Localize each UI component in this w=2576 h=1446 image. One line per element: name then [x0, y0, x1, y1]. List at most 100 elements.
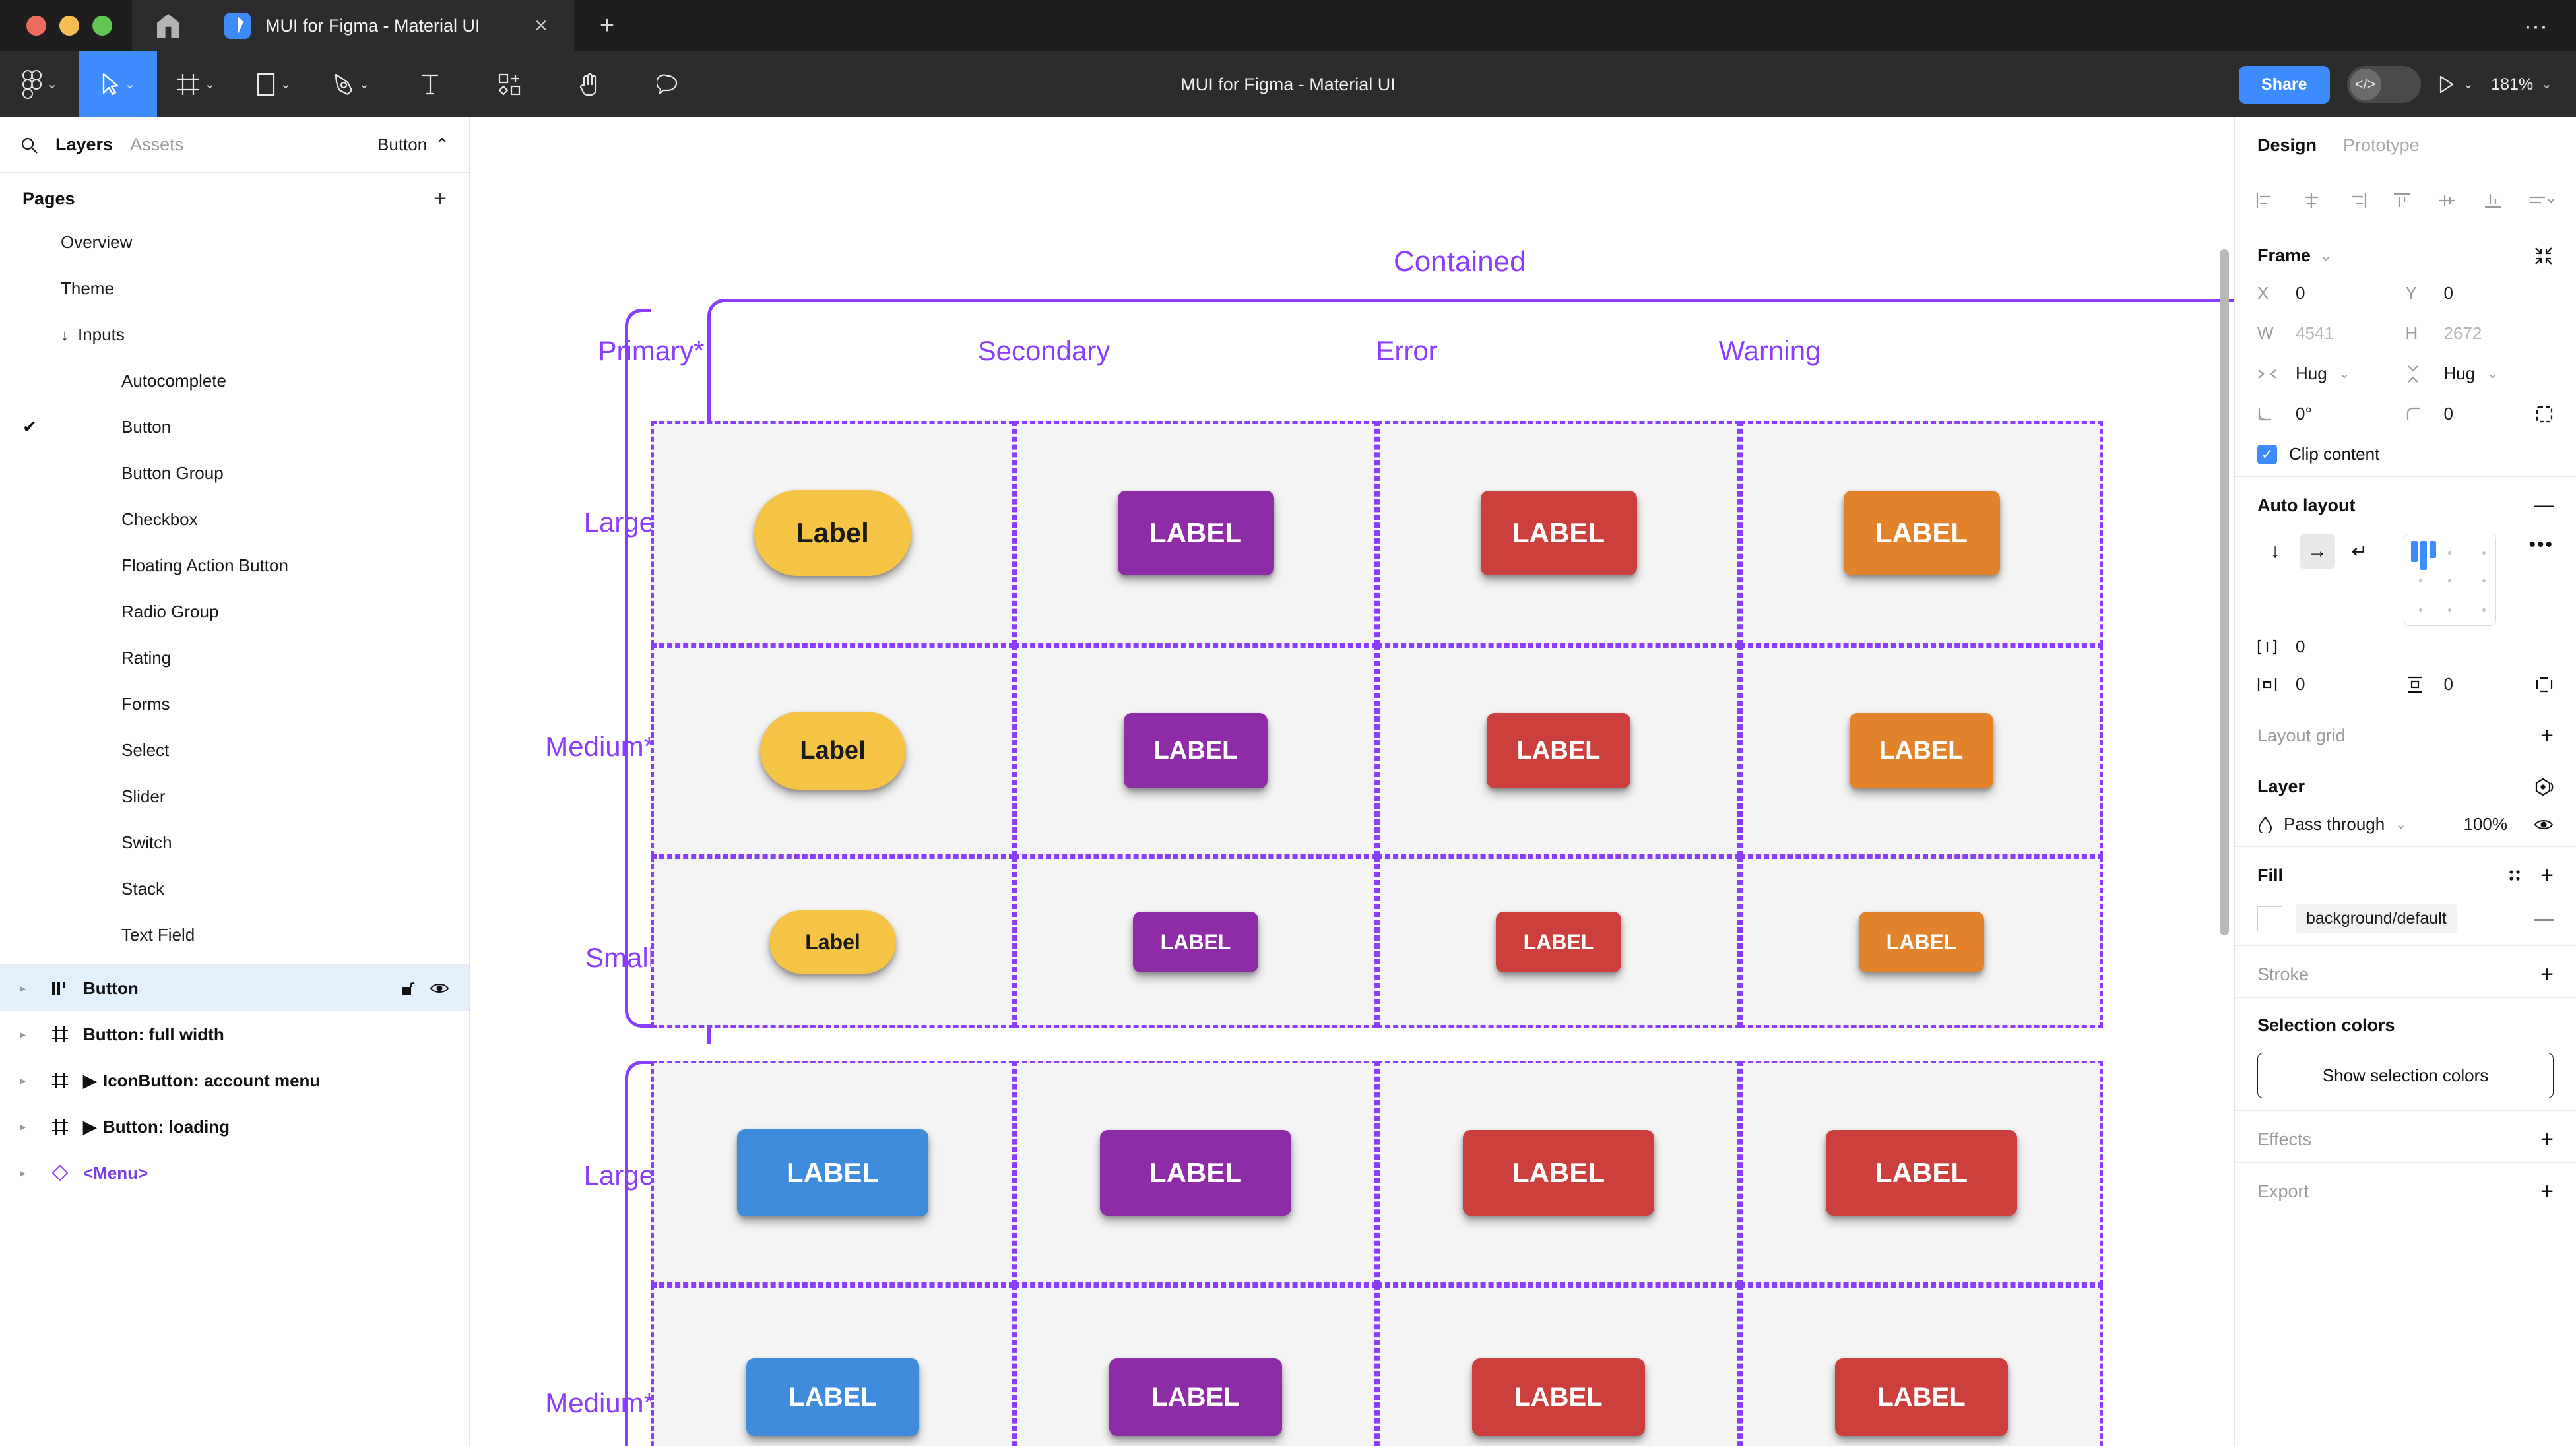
layer-settings-icon[interactable]: [2534, 778, 2554, 796]
material-button[interactable]: LABEL: [1487, 713, 1630, 788]
window-menu-icon[interactable]: ⋯: [2524, 13, 2550, 40]
resources-tool-icon[interactable]: [470, 51, 549, 117]
page-item-button[interactable]: ✔Button: [0, 404, 469, 450]
chevron-right-icon[interactable]: ▸: [20, 981, 26, 995]
zoom-control[interactable]: 181% ⌄: [2491, 75, 2552, 94]
layer-row[interactable]: ▸<Menu>: [0, 1150, 469, 1196]
text-tool-icon[interactable]: [391, 51, 470, 117]
fill-row[interactable]: background/default —: [2257, 904, 2554, 933]
auto-layout-padding-v-field[interactable]: 0: [2406, 674, 2554, 695]
chevron-down-icon[interactable]: ⌄: [2463, 77, 2474, 92]
chevron-right-icon[interactable]: ▸: [20, 1027, 26, 1041]
align-bottom-icon[interactable]: [2483, 192, 2503, 209]
material-button[interactable]: LABEL: [1472, 1358, 1645, 1436]
material-button[interactable]: LABEL: [737, 1129, 928, 1216]
canvas-vertical-scrollbar[interactable]: [2220, 249, 2229, 935]
align-right-icon[interactable]: [2347, 192, 2367, 209]
frame-w-field[interactable]: W 4541: [2257, 323, 2406, 344]
chevron-down-icon[interactable]: ⌄: [2320, 247, 2333, 264]
material-button[interactable]: LABEL: [1124, 713, 1268, 788]
align-horizontal-center-icon[interactable]: [2302, 192, 2321, 209]
chevron-right-icon[interactable]: ▸: [20, 1119, 26, 1133]
layer-row[interactable]: ▸Button: full width: [0, 1011, 469, 1057]
material-button[interactable]: LABEL: [1835, 1358, 2008, 1436]
add-stroke-button[interactable]: +: [2540, 962, 2554, 987]
add-page-button[interactable]: +: [434, 186, 447, 211]
comment-tool-icon[interactable]: [628, 51, 707, 117]
material-button[interactable]: LABEL: [746, 1358, 919, 1436]
blend-mode-row[interactable]: Pass through ⌄ 100%: [2257, 814, 2554, 834]
expand-triangle-icon[interactable]: ▶: [83, 1116, 96, 1137]
collapse-frame-icon[interactable]: [2534, 246, 2554, 266]
frame-width-resizing-field[interactable]: Hug ⌄: [2257, 363, 2406, 384]
page-item-floating-action-button[interactable]: Floating Action Button: [0, 542, 469, 588]
frame-y-field[interactable]: Y 0: [2406, 283, 2554, 303]
layer-row[interactable]: ▸Button: [0, 965, 469, 1011]
close-icon[interactable]: ×: [534, 13, 548, 38]
page-item-rating[interactable]: Rating: [0, 635, 469, 681]
material-button[interactable]: LABEL: [1850, 713, 1993, 788]
frame-height-resizing-field[interactable]: Hug ⌄: [2406, 363, 2554, 384]
material-button[interactable]: LABEL: [1117, 491, 1274, 575]
remove-fill-button[interactable]: —: [2534, 907, 2554, 929]
chevron-down-icon[interactable]: ⌄: [2338, 367, 2350, 381]
chevron-right-icon[interactable]: ▸: [20, 1166, 26, 1179]
material-button[interactable]: LABEL: [1859, 912, 1984, 972]
material-button[interactable]: LABEL: [1100, 1130, 1291, 1216]
share-button[interactable]: Share: [2239, 65, 2330, 104]
page-selector[interactable]: Button ⌃: [377, 135, 449, 155]
align-top-icon[interactable]: [2392, 192, 2412, 209]
home-button[interactable]: [132, 0, 205, 51]
page-item-theme[interactable]: Theme: [0, 265, 469, 311]
material-button[interactable]: LABEL: [1133, 912, 1258, 972]
browser-tab-active[interactable]: MUI for Figma - Material UI ×: [205, 0, 574, 51]
auto-layout-more-button[interactable]: •••: [2528, 534, 2554, 555]
material-button[interactable]: LABEL: [1480, 491, 1637, 575]
page-item-forms[interactable]: Forms: [0, 681, 469, 727]
page-item-inputs[interactable]: ↓Inputs: [0, 311, 469, 358]
chevron-down-icon[interactable]: ⌄: [2541, 77, 2552, 92]
auto-layout-padding-h-field[interactable]: 0: [2257, 674, 2406, 695]
eye-icon[interactable]: [430, 981, 449, 995]
add-fill-button[interactable]: +: [2540, 863, 2554, 888]
expand-triangle-icon[interactable]: ▶: [83, 1070, 96, 1090]
new-tab-button[interactable]: +: [574, 0, 640, 51]
figma-menu-icon[interactable]: ⌄: [0, 51, 79, 117]
frame-x-field[interactable]: X 0: [2257, 283, 2406, 303]
tab-assets[interactable]: Assets: [130, 135, 184, 154]
material-button[interactable]: LABEL: [1463, 1130, 1654, 1216]
maximize-window-button[interactable]: [92, 16, 112, 36]
add-effect-button[interactable]: +: [2540, 1127, 2554, 1152]
clip-content-checkbox[interactable]: ✓: [2257, 444, 2277, 464]
auto-layout-vertical-icon[interactable]: ↓: [2270, 540, 2280, 562]
page-item-switch[interactable]: Switch: [0, 819, 469, 865]
present-group[interactable]: ⌄: [2438, 75, 2474, 94]
remove-auto-layout-button[interactable]: —: [2534, 494, 2554, 516]
search-icon[interactable]: [20, 136, 38, 154]
design-canvas[interactable]: Contained Primary* Secondary Error Warni…: [470, 117, 2234, 1446]
chevron-right-icon[interactable]: ▸: [20, 1073, 26, 1087]
pen-tool-icon[interactable]: ⌄: [313, 51, 391, 117]
minimize-window-button[interactable]: [59, 16, 79, 36]
chevron-down-icon[interactable]: ⌄: [2395, 817, 2406, 832]
auto-layout-alignment-pad[interactable]: [2404, 534, 2496, 626]
show-selection-colors-button[interactable]: Show selection colors: [2257, 1053, 2554, 1098]
page-item-slider[interactable]: Slider: [0, 773, 469, 819]
dev-mode-toggle[interactable]: </>: [2346, 66, 2421, 103]
add-export-button[interactable]: +: [2540, 1179, 2554, 1204]
auto-layout-gap-field[interactable]: 0: [2257, 637, 2406, 657]
independent-corners-icon[interactable]: [2535, 405, 2554, 424]
clip-content-row[interactable]: ✓ Clip content: [2257, 444, 2554, 464]
layer-opacity-value[interactable]: 100%: [2463, 814, 2508, 834]
page-item-select[interactable]: Select: [0, 727, 469, 773]
distribute-menu-icon[interactable]: [2528, 192, 2555, 209]
frame-tool-icon[interactable]: ⌄: [157, 51, 235, 117]
material-button[interactable]: Label: [760, 712, 905, 790]
individual-padding-icon[interactable]: [2535, 676, 2554, 693]
page-item-overview[interactable]: Overview: [0, 219, 469, 265]
auto-layout-wrap-icon[interactable]: ↵: [2351, 540, 2368, 563]
material-button[interactable]: LABEL: [1496, 912, 1621, 972]
fill-styles-icon[interactable]: [2506, 867, 2523, 884]
page-item-autocomplete[interactable]: Autocomplete: [0, 358, 469, 404]
material-button[interactable]: LABEL: [1826, 1130, 2017, 1216]
